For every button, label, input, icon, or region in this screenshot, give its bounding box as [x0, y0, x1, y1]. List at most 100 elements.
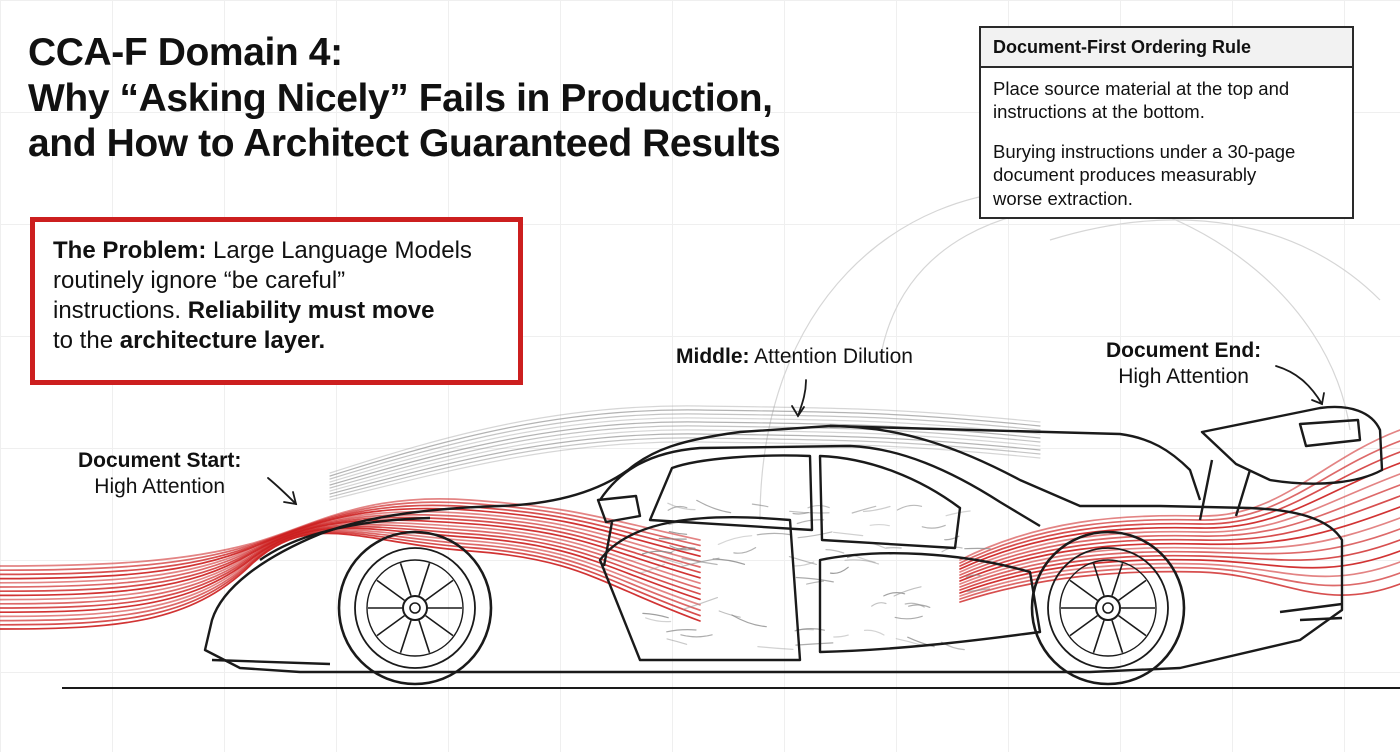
rule-paragraph-2: Burying instructions under a 30-page doc… — [981, 140, 1352, 210]
callout-start-value: High Attention — [94, 475, 226, 499]
wheel-spoke — [399, 620, 412, 653]
problem-line-1: The Problem: Large Language Models — [53, 236, 518, 266]
problem-line-3-bold: Reliability must move — [187, 297, 435, 324]
turbulence-stroke — [796, 519, 825, 525]
wing-strut — [1198, 459, 1252, 521]
turbulence-stroke — [717, 535, 753, 545]
turbulence-stroke — [718, 610, 741, 618]
streamline-front — [0, 523, 701, 605]
turbulence-stroke — [789, 510, 830, 514]
streamline-roof — [329, 421, 1041, 486]
wheel-spoke — [1118, 579, 1147, 602]
problem-line-4-bold: architecture layer. — [119, 327, 326, 354]
streamline-roof — [329, 441, 1041, 501]
front-splitter — [211, 658, 331, 666]
ordering-rule-panel: Document-First Ordering Rule Place sourc… — [979, 26, 1354, 219]
turbulence-stroke — [863, 629, 885, 636]
turbulence-stroke — [682, 597, 718, 610]
arrow-end — [1275, 365, 1323, 405]
turbulence-stroke — [895, 638, 922, 646]
problem-line-3: instructions. Reliability must move — [53, 296, 518, 326]
turbulence-stroke — [657, 554, 683, 565]
turbulence-stroke — [833, 531, 864, 537]
problem-lead: The Problem: — [53, 237, 207, 264]
rule-p2-line-2: document produces measurably — [993, 164, 1257, 186]
problem-line-2: routinely ignore “be careful” — [53, 267, 346, 294]
streamline-rear — [959, 528, 1400, 588]
streamline-rear — [959, 462, 1400, 570]
front-wheel — [337, 530, 493, 686]
callout-end-value: High Attention — [1118, 365, 1249, 389]
rule-heading: Document-First Ordering Rule — [981, 28, 1352, 68]
turbulence-stroke — [757, 646, 794, 650]
streamline-roof — [329, 425, 1041, 489]
door-panel — [598, 516, 802, 662]
streamline-roof — [329, 413, 1041, 480]
turbulence-stroke — [680, 634, 713, 638]
wheel-spoke — [418, 620, 431, 653]
turbulence-stroke — [669, 545, 696, 551]
streamline-roof — [329, 409, 1041, 477]
wheel-spoke — [425, 579, 454, 602]
streamline-front — [0, 513, 701, 588]
streamline-front — [0, 510, 701, 584]
problem-line-4: to the architecture layer. — [53, 326, 518, 356]
engine-cover — [829, 424, 1202, 501]
arrow-start — [267, 477, 297, 505]
turbulence-stroke — [829, 566, 849, 574]
turbulence-stroke — [645, 617, 672, 623]
turbulence-stroke — [851, 505, 877, 514]
wheel-spoke — [425, 614, 454, 637]
turbulence-stroke — [883, 591, 906, 597]
turbulence-stroke — [642, 612, 669, 619]
wheel-spoke — [1092, 620, 1105, 653]
side-intake — [818, 552, 1042, 654]
car-body — [203, 405, 1384, 674]
turbulence-stroke — [966, 588, 991, 592]
wheel-spoke — [1092, 563, 1105, 596]
turbulence-stroke — [907, 636, 935, 648]
canopy — [599, 444, 1041, 528]
streamline-rear — [959, 484, 1400, 576]
streamline-front — [0, 521, 701, 601]
problem-line-4-text: to the — [53, 327, 120, 354]
wheel-spoke — [399, 563, 412, 596]
streamline-roof — [329, 405, 1041, 474]
turbulence-stroke — [869, 523, 890, 527]
callout-middle-title: Middle: — [676, 345, 750, 368]
turbulence-stroke — [731, 614, 767, 628]
turbulence-stroke — [853, 555, 876, 563]
streamline-rear — [959, 550, 1400, 594]
turbulence-stroke — [965, 574, 982, 578]
callout-arrows — [267, 365, 1325, 506]
turbulence-stroke — [712, 558, 746, 565]
title-line-2: Why “Asking Nicely” Fails in Production, — [28, 76, 773, 120]
callout-document-start: Document Start: High Attention — [78, 448, 241, 501]
wheel-spoke — [1111, 620, 1124, 653]
streamline-front — [0, 504, 701, 576]
rear-wing — [1200, 405, 1384, 485]
title-line-1: CCA-F Domain 4: — [28, 31, 343, 74]
wheel-spoke — [1118, 614, 1147, 637]
title-line-3: and How to Architect Guaranteed Results — [28, 122, 781, 166]
streamline-front — [0, 516, 701, 593]
turbulence-stroke — [871, 602, 887, 607]
rule-p1-line-2: instructions at the bottom. — [993, 101, 1205, 123]
streamline-front — [0, 501, 701, 572]
turbulence-stroke — [639, 563, 665, 574]
turbulence-stroke — [641, 550, 673, 555]
rule-p2-line-3: worse extraction. — [993, 187, 1133, 209]
side-mirror — [596, 494, 642, 524]
streamline-rear — [959, 539, 1400, 591]
wheel-spoke — [1069, 614, 1098, 637]
turbulence-stroke — [904, 602, 925, 608]
turbulence-stroke — [844, 559, 880, 565]
turbulence-stroke — [862, 505, 891, 513]
streamline-roof — [329, 429, 1041, 492]
turbulence-stroke — [751, 503, 769, 508]
wheel-spoke — [1111, 563, 1124, 596]
turbulence-stroke — [667, 505, 688, 511]
turbulence-stroke — [896, 504, 923, 511]
page-title: CCA-F Domain 4: Why “Asking Nicely” Fail… — [28, 30, 781, 167]
